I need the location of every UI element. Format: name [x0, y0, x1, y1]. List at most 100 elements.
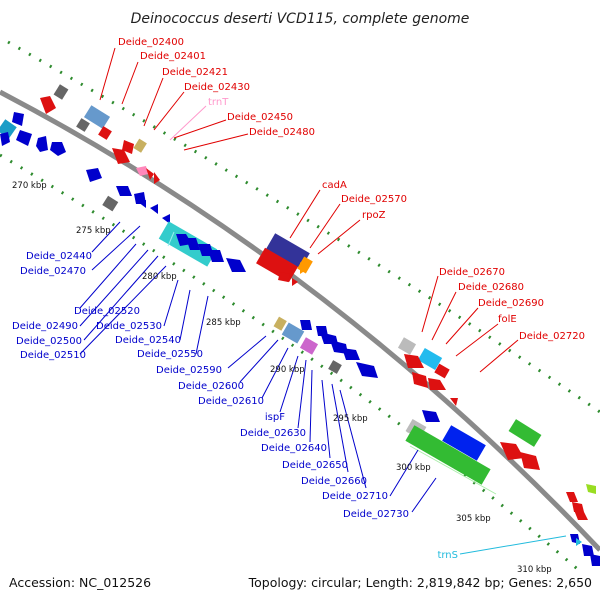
- gene-label-deide-02401: Deide_02401: [140, 51, 206, 62]
- gene-block: [273, 316, 287, 331]
- gene-arrow: [136, 166, 148, 176]
- gene-label-deide-02590: Deide_02590: [156, 365, 222, 376]
- gene-block: [76, 118, 90, 132]
- gene-arrow: [146, 168, 154, 180]
- gene-arrow: [292, 278, 298, 286]
- gene-label-deide-02470: Deide_02470: [20, 266, 86, 277]
- gene-label-deide-02421: Deide_02421: [162, 67, 228, 78]
- gene-label-deide-02540: Deide_02540: [115, 335, 181, 346]
- leader-line: [279, 355, 299, 413]
- reverse-gene-labels: Deide_02440 Deide_02470 Deide_02520 Deid…: [12, 251, 458, 561]
- gene-features: [0, 84, 600, 566]
- leader-line: [339, 389, 367, 489]
- label-leader-lines: [79, 47, 567, 555]
- gene-arrow: [112, 148, 130, 164]
- leader-line: [173, 119, 227, 139]
- gene-block: [281, 322, 305, 344]
- gene-arrow: [116, 186, 132, 196]
- gene-block: [442, 425, 486, 461]
- gene-label-deide-02680: Deide_02680: [458, 282, 524, 293]
- scale-tick-270: 270 kbp: [12, 181, 47, 191]
- gene-arrow: [16, 130, 32, 146]
- leader-line: [99, 47, 116, 101]
- leader-line: [309, 203, 341, 249]
- gene-label-deide-02670: Deide_02670: [439, 267, 505, 278]
- leader-line: [227, 335, 267, 369]
- gene-block: [417, 347, 443, 371]
- leader-line: [459, 535, 567, 555]
- gene-arrow: [186, 238, 200, 250]
- gene-label-deide-02450: Deide_02450: [227, 112, 293, 123]
- gene-block: [508, 419, 542, 447]
- gene-arrow: [574, 510, 588, 520]
- gene-arrow: [590, 554, 600, 566]
- gene-arrow: [356, 362, 378, 378]
- gene-label-deide-02510: Deide_02510: [20, 350, 86, 361]
- gene-label-deide-02530: Deide_02530: [96, 321, 162, 332]
- leader-line: [479, 339, 519, 373]
- gene-block: [397, 337, 417, 355]
- inner-dotted-ring: [0, 153, 583, 575]
- gene-block: [53, 84, 69, 100]
- gene-arrow: [86, 168, 102, 182]
- gene-label-deide-02570: Deide_02570: [341, 194, 407, 205]
- leader-line: [331, 383, 349, 473]
- gene-label-deide-02480: Deide_02480: [249, 127, 315, 138]
- leader-line: [79, 243, 137, 309]
- leader-line: [297, 359, 307, 429]
- leader-line: [183, 133, 249, 151]
- gene-block: [98, 126, 112, 140]
- leader-line: [79, 249, 149, 327]
- gene-arrow: [582, 544, 594, 556]
- gene-label-deide-02600: Deide_02600: [178, 381, 244, 392]
- gene-arrow: [50, 142, 66, 156]
- leader-line: [79, 265, 167, 355]
- leader-line: [121, 61, 139, 105]
- gene-label-deide-02430: Deide_02430: [184, 82, 250, 93]
- gene-arrow: [150, 204, 158, 214]
- gene-label-trnt: trnT: [208, 97, 229, 108]
- leader-line: [153, 91, 185, 131]
- genome-backbone: [0, 89, 600, 552]
- gene-label-deide-02490: Deide_02490: [12, 321, 78, 332]
- leader-line: [91, 225, 141, 271]
- gene-arrow: [138, 200, 146, 208]
- leader-line: [309, 369, 313, 443]
- scale-tick-280: 280 kbp: [142, 272, 177, 282]
- leader-line: [195, 295, 209, 355]
- leader-line: [169, 105, 207, 141]
- gene-arrow: [450, 398, 458, 406]
- gene-label-deide-02550: Deide_02550: [137, 349, 203, 360]
- scale-tick-305: 305 kbp: [456, 514, 491, 524]
- gene-block: [133, 138, 147, 153]
- gene-arrow: [520, 452, 540, 470]
- leader-line: [179, 289, 191, 341]
- gene-label-rpoz: rpoZ: [362, 210, 386, 221]
- gene-arrow: [576, 538, 582, 546]
- gene-arrow: [40, 96, 56, 114]
- gene-arrow: [572, 502, 584, 512]
- leader-line: [445, 307, 479, 345]
- gene-arrow: [278, 272, 290, 282]
- gene-block: [83, 105, 111, 129]
- gene-block: [102, 195, 119, 212]
- gene-block: [405, 425, 491, 485]
- gene-arrow: [226, 258, 246, 272]
- gene-arrow: [412, 372, 428, 388]
- gene-arrow: [566, 492, 578, 502]
- gene-arrow: [300, 262, 306, 274]
- gene-label-deide-02710: Deide_02710: [322, 491, 388, 502]
- leader-line: [261, 347, 289, 399]
- gene-arrow: [162, 214, 170, 224]
- gene-arrow: [300, 320, 312, 330]
- gene-arrow: [0, 132, 10, 146]
- scale-tick-295: 295 kbp: [333, 414, 368, 424]
- gene-label-deide-02630: Deide_02630: [240, 428, 306, 439]
- gene-block: [328, 360, 342, 374]
- gene-label-trns: trnS: [437, 550, 458, 561]
- gene-label-cada: cadA: [322, 180, 347, 191]
- scale-ticks: 270 kbp 275 kbp 280 kbp 285 kbp 290 kbp …: [12, 181, 552, 575]
- gene-label-deide-02520: Deide_02520: [74, 306, 140, 317]
- gene-label-fole: folE: [498, 314, 517, 325]
